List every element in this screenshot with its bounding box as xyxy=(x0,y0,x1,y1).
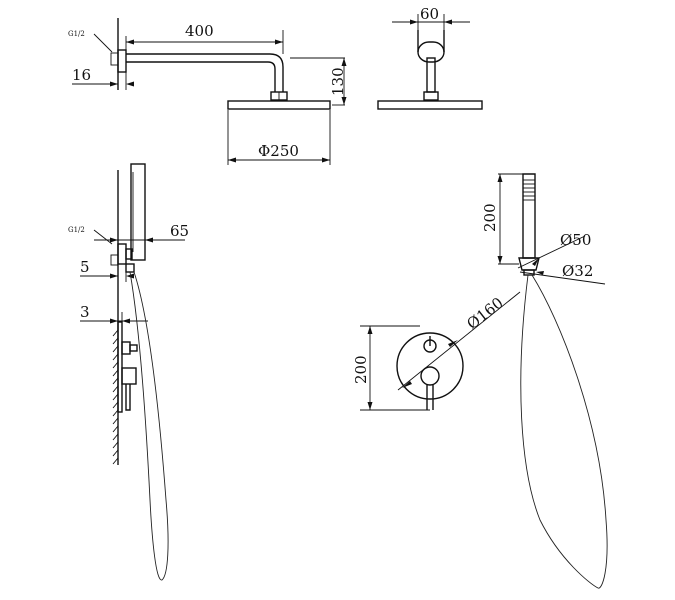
arrow-icon xyxy=(110,81,118,87)
front-cover-plate xyxy=(396,332,464,400)
side-holder-flange xyxy=(117,243,127,265)
dim-label-130: 130 xyxy=(329,67,347,96)
handset-front-view: 200 Ø50 Ø32 xyxy=(481,173,608,589)
side-holder-body xyxy=(125,248,133,260)
arrow-icon xyxy=(367,402,373,410)
thread-leader-side xyxy=(93,229,113,245)
mixer-front-view: 200 Ø160 xyxy=(352,291,521,411)
wall-flange-top xyxy=(117,49,127,73)
arrow-icon xyxy=(444,19,452,25)
shower-arm-side-view: 400 G1/2 16 130 Φ250 xyxy=(68,18,347,165)
arrow-icon xyxy=(145,237,153,243)
arrow-icon xyxy=(536,271,544,275)
handset-grip xyxy=(523,179,535,201)
front-flange xyxy=(417,41,445,63)
dim-label-250: Φ250 xyxy=(258,142,299,160)
thread-fitting-top xyxy=(110,52,119,66)
arrow-icon xyxy=(275,39,283,45)
arrow-icon xyxy=(228,157,236,163)
side-cover-plate xyxy=(117,321,123,413)
arrow-icon xyxy=(497,174,503,182)
arrow-icon xyxy=(341,97,347,105)
thread-leader-top xyxy=(93,33,113,53)
shower-arm-upper xyxy=(126,53,284,92)
arrow-icon xyxy=(410,19,418,25)
dim-label-160: Ø160 xyxy=(463,294,506,333)
dim-label-200p: 200 xyxy=(352,355,370,384)
leader-160 xyxy=(397,291,521,391)
front-arm xyxy=(426,57,436,93)
side-handset xyxy=(130,163,146,261)
mixer-side-view: G1/2 65 5 3 xyxy=(68,163,189,581)
arrow-icon xyxy=(110,318,118,324)
arrow-icon xyxy=(497,256,503,264)
arrow-icon xyxy=(126,81,134,87)
dim-label-65: 65 xyxy=(170,222,189,240)
shower-head-side xyxy=(227,100,331,110)
dim-label-5: 5 xyxy=(80,258,90,276)
arrow-icon xyxy=(402,381,412,388)
arrow-icon xyxy=(110,273,118,279)
front-handle xyxy=(420,366,440,386)
side-diverter-knob xyxy=(129,344,138,352)
shower-arm-front-view: 60 xyxy=(377,5,483,110)
side-hose xyxy=(129,271,169,581)
side-handle-lever xyxy=(125,384,131,411)
thread-label-side: G1/2 xyxy=(68,226,85,234)
arrow-icon xyxy=(448,340,458,347)
thread-label-top: G1/2 xyxy=(68,30,85,38)
dim-label-32: Ø32 xyxy=(562,262,593,280)
leader-32 xyxy=(519,271,606,285)
thread-fitting-side xyxy=(110,254,119,266)
side-diverter-base xyxy=(121,341,131,355)
arrow-icon xyxy=(126,273,134,279)
front-holder xyxy=(518,257,540,271)
dim-label-60: 60 xyxy=(420,5,439,23)
front-connector xyxy=(423,91,439,101)
arrow-icon xyxy=(341,58,347,66)
dim-label-3: 3 xyxy=(80,303,90,321)
front-handset xyxy=(522,173,536,259)
arrow-icon xyxy=(322,157,330,163)
dim-label-400: 400 xyxy=(185,22,214,40)
arrow-icon xyxy=(367,326,373,334)
arrow-icon xyxy=(122,318,130,324)
leader-50 xyxy=(517,235,586,269)
side-handle-body xyxy=(121,367,137,385)
wall-hatching xyxy=(112,329,119,465)
front-shower-head xyxy=(377,100,483,110)
shower-arm-lower xyxy=(126,61,276,92)
arrow-icon xyxy=(126,39,134,45)
arrow-icon xyxy=(532,258,539,266)
arrow-icon xyxy=(110,237,118,243)
dim-label-200h: 200 xyxy=(481,203,499,232)
dim-label-16: 16 xyxy=(72,66,91,84)
side-outlet xyxy=(125,263,135,273)
dim-label-50: Ø50 xyxy=(560,231,591,249)
front-hose xyxy=(520,274,608,589)
